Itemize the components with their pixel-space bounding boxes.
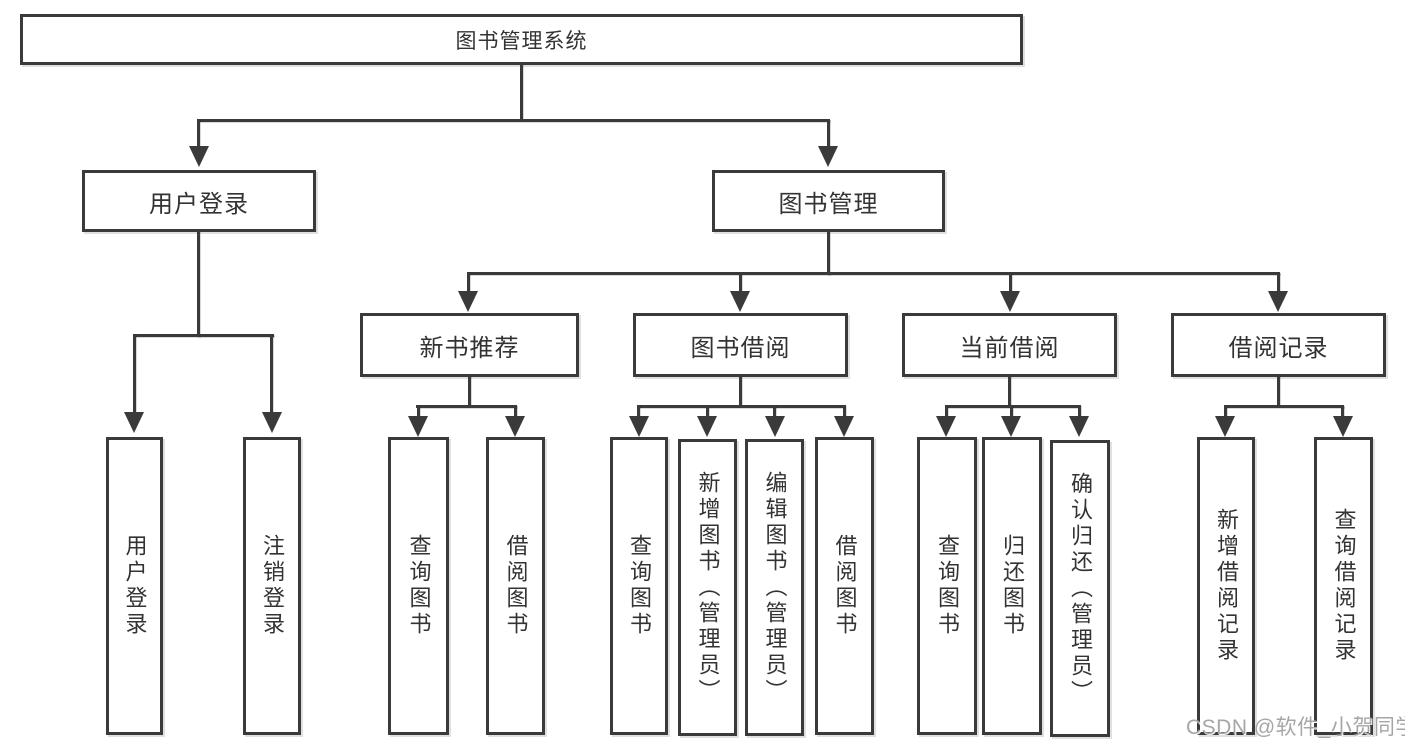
arrow-down-icon [629, 416, 649, 437]
arrow-down-icon [834, 416, 854, 437]
arrow-down-icon [936, 416, 956, 437]
watermark: CSDN @软件_小贺同学 [1186, 716, 1405, 739]
connector-to-borrow-records [1277, 272, 1280, 294]
connector-to-leaf-logout [270, 334, 273, 414]
arrow-down-icon [765, 416, 785, 437]
arrow-down-icon [505, 416, 525, 437]
leaf-query-borrow-record: 查询借阅记录 [1314, 437, 1373, 735]
connector-level2-bar [197, 119, 830, 122]
arrow-down-icon [1000, 291, 1020, 312]
leaf-borrow-book-2: 借阅图书 [815, 437, 874, 735]
node-book-borrow: 图书借阅 [633, 313, 848, 377]
connector-leaf [1224, 405, 1227, 419]
leaf-add-book-admin: 新增图书（管理员） [678, 439, 737, 736]
connector-level3-bar [467, 272, 1280, 275]
node-root: 图书管理系统 [20, 14, 1023, 65]
connector-leaf [843, 405, 846, 419]
connector-borrow-records-bar [1224, 405, 1344, 408]
leaf-edit-book-admin: 编辑图书（管理员） [745, 439, 804, 736]
connector-to-book-borrow [739, 272, 742, 294]
arrow-down-icon [1001, 416, 1021, 437]
leaf-query-book-3: 查询图书 [917, 437, 977, 735]
connector-leaf [417, 405, 420, 419]
connector-borrow-records-stem [1277, 375, 1280, 407]
connector-leaf [637, 405, 640, 419]
arrow-down-icon [408, 416, 428, 437]
connector-leaf [1010, 405, 1013, 419]
connector-book-borrow-stem [739, 375, 742, 407]
node-book-management: 图书管理 [712, 170, 945, 232]
connector-book-borrow-bar [637, 405, 844, 408]
leaf-logout: 注销登录 [243, 437, 301, 735]
node-new-book-recommend: 新书推荐 [360, 313, 579, 377]
connector-leaf [945, 405, 948, 419]
connector-to-new-book-rec [467, 272, 470, 294]
connector-user-login-stem [197, 230, 200, 337]
connector-new-book-rec-stem [468, 375, 471, 407]
connector-user-login-bar [133, 334, 274, 337]
connector-to-book-mgmt [827, 119, 830, 147]
node-borrow-records: 借阅记录 [1171, 313, 1386, 377]
connector-book-mgmt-stem [827, 230, 830, 275]
connector-leaf [1341, 405, 1344, 419]
leaf-query-book-2: 查询图书 [610, 437, 668, 735]
connector-to-leaf-user-login [133, 334, 136, 414]
leaf-return-book: 归还图书 [982, 437, 1042, 735]
arrow-down-icon [697, 416, 717, 437]
arrow-down-icon [1333, 416, 1353, 437]
arrow-down-icon [124, 412, 144, 433]
node-current-borrow: 当前借阅 [902, 313, 1117, 377]
connector-leaf [706, 405, 709, 419]
arrow-down-icon [818, 146, 838, 167]
connector-root-stem [520, 63, 523, 121]
leaf-borrow-book-1: 借阅图书 [486, 437, 545, 735]
leaf-user-login: 用户登录 [106, 437, 163, 735]
node-user-login: 用户登录 [82, 170, 316, 232]
arrow-down-icon [1268, 291, 1288, 312]
connector-to-current-borrow [1009, 272, 1012, 294]
arrow-down-icon [189, 146, 209, 167]
arrow-down-icon [730, 291, 750, 312]
arrow-down-icon [1069, 416, 1089, 437]
arrow-down-icon [262, 412, 282, 433]
connector-leaf [773, 405, 776, 419]
connector-leaf [1078, 405, 1081, 419]
arrow-down-icon [1215, 416, 1235, 437]
connector-current-borrow-stem [1008, 375, 1011, 407]
connector-new-book-rec-bar [416, 405, 517, 408]
leaf-query-book-1: 查询图书 [388, 437, 449, 735]
leaf-confirm-return-admin: 确认归还（管理员） [1050, 440, 1110, 737]
arrow-down-icon [458, 291, 478, 312]
connector-leaf [514, 405, 517, 419]
connector-to-user-login [197, 119, 200, 147]
leaf-add-borrow-record: 新增借阅记录 [1197, 437, 1255, 735]
